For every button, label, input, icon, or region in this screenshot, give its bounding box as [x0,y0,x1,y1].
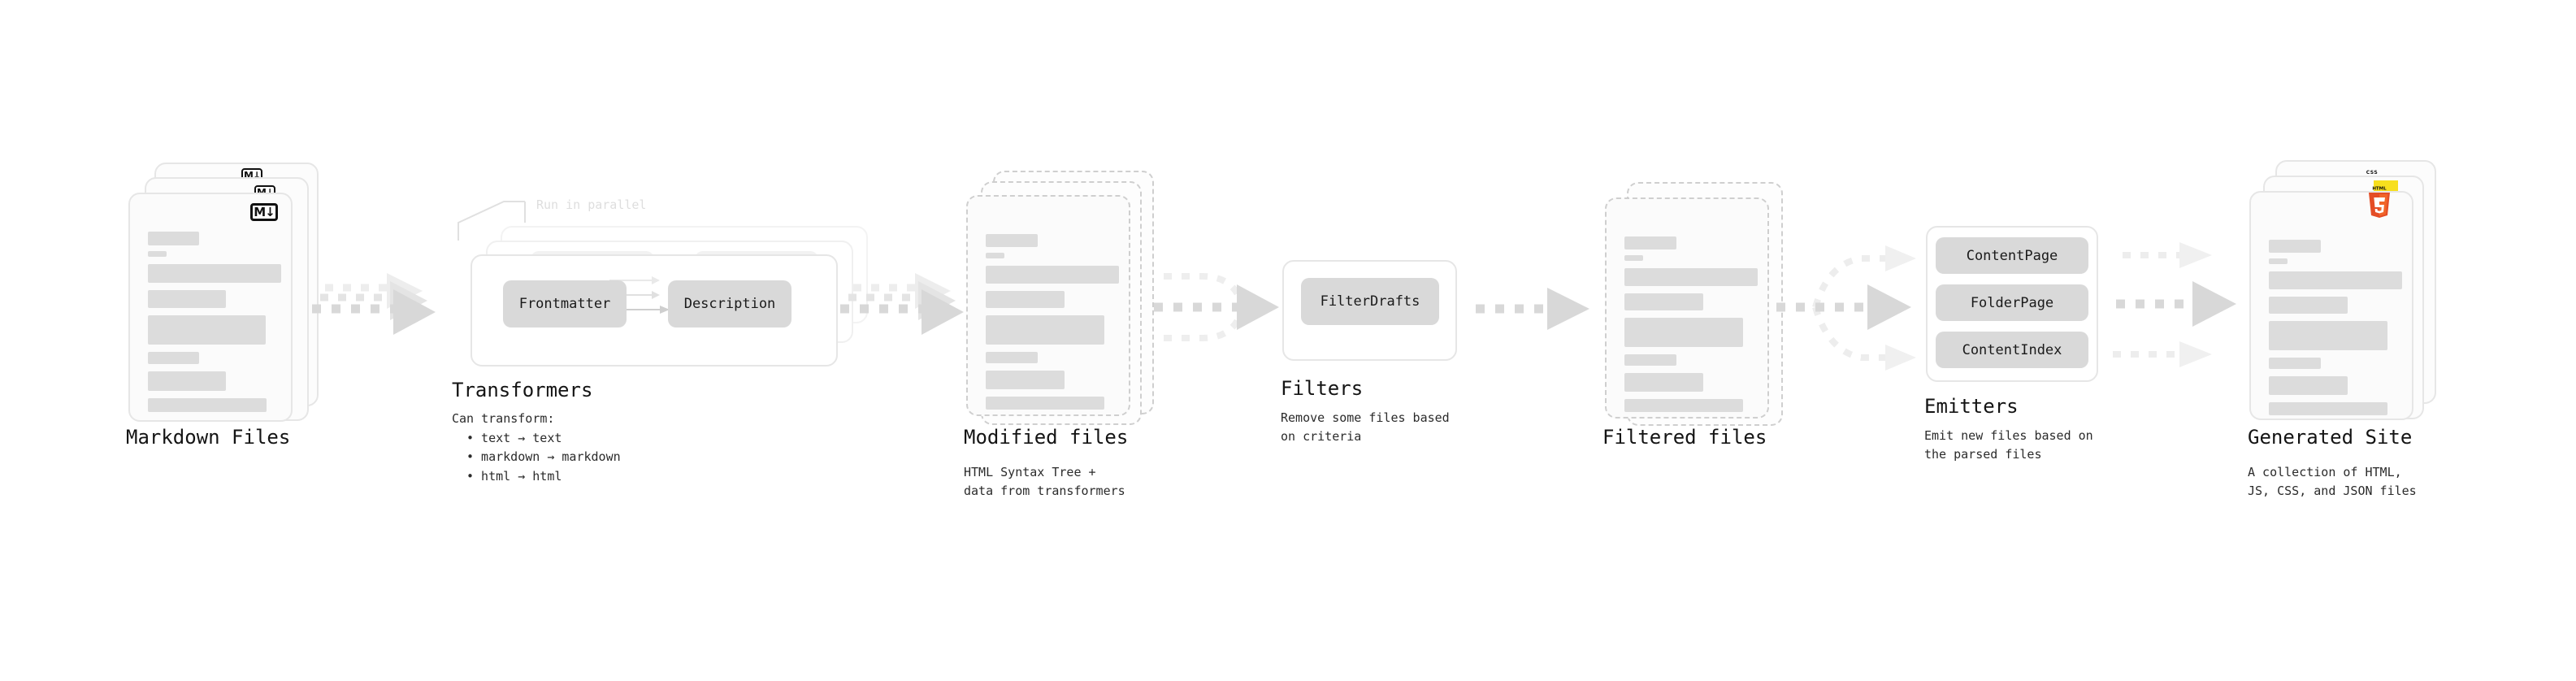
content-line [148,264,281,283]
transformers-subtitle: Can transform: [452,411,555,426]
content-line [148,352,199,364]
emitters-title: Emitters [1924,395,2019,418]
filtered-file-content-lines [1624,236,1758,419]
content-line [1624,354,1676,366]
connector-filters-to-filtered [1476,288,1589,330]
filtered-files-title: Filtered files [1602,426,1767,449]
markdown-file-front [128,193,293,422]
modified-files-subtitle: HTML Syntax Tree + data from transformer… [964,465,1125,498]
svg-text:HTML: HTML [2372,187,2387,192]
content-line [1624,293,1703,310]
content-line [2269,240,2321,253]
site-file-front [2249,191,2413,420]
content-line [1624,318,1743,347]
content-line [2269,297,2348,314]
content-line [986,234,1038,247]
markdown-icon: M↓ [250,203,278,221]
css3-icon-label: CSS [2366,170,2379,176]
content-line [1624,399,1743,412]
transformer-chip-frontmatter[interactable]: Frontmatter [503,280,627,327]
generated-site-title: Generated Site [2248,426,2413,449]
connector-md-to-transformers [312,273,436,335]
run-in-parallel-label: Run in parallel [536,197,647,212]
content-line [148,232,199,245]
content-line [986,371,1065,389]
content-line [2269,402,2387,415]
content-line [986,253,1004,258]
site-file-content-lines [2269,240,2402,423]
bullet-item: • text → text [466,431,562,445]
content-line [1624,268,1758,286]
content-line [2269,376,2348,395]
run-in-parallel-bracket [458,201,526,241]
modified-file-content-lines [986,234,1119,417]
modified-file-front [966,195,1130,416]
content-line [986,352,1038,363]
emitter-chip-contentpage[interactable]: ContentPage [1936,237,2088,274]
connector-modified-to-filters [1154,273,1279,341]
content-line [986,266,1119,284]
markdown-files-title: Markdown Files [126,426,291,449]
content-line [148,251,167,257]
content-line [148,290,226,308]
content-line [1624,373,1703,392]
html5-icon: HTML [2369,187,2390,218]
filtered-file-front [1605,197,1769,419]
connector-filtered-to-emitters [1776,245,1916,371]
content-line [2269,258,2288,264]
emitter-chip-folderpage[interactable]: FolderPage [1936,284,2088,321]
bullet-item: • html → html [466,468,562,484]
content-line [148,371,226,391]
content-line [2269,358,2321,369]
content-line [986,291,1065,308]
content-line [2269,271,2402,289]
markdown-file-content-lines [148,232,281,419]
content-line [148,315,266,345]
content-line [986,315,1104,345]
transformers-bullets: • text → text • markdown → markdown • html… [466,429,621,486]
transformer-chip-description[interactable]: Description [668,280,791,327]
emitter-chip-contentindex[interactable]: ContentIndex [1936,332,2088,368]
content-line [148,398,267,412]
bullet-item: • markdown → markdown [466,449,621,465]
transformers-title: Transformers [452,379,593,401]
emitters-subtitle: Emit new files based on the parsed files [1924,428,2093,462]
filter-chip-filterdrafts[interactable]: FilterDrafts [1301,278,1439,325]
generated-site-subtitle: A collection of HTML, JS, CSS, and JSON … [2248,465,2417,498]
content-line [1624,255,1643,261]
modified-files-title: Modified files [964,426,1129,449]
connector-emitters-to-site [2113,242,2236,367]
filters-title: Filters [1281,377,1364,400]
filters-subtitle: Remove some files based on criteria [1281,410,1450,444]
content-line [1624,236,1676,249]
content-line [986,397,1104,410]
content-line [2269,321,2387,350]
connector-transformers-to-modified [840,273,964,335]
